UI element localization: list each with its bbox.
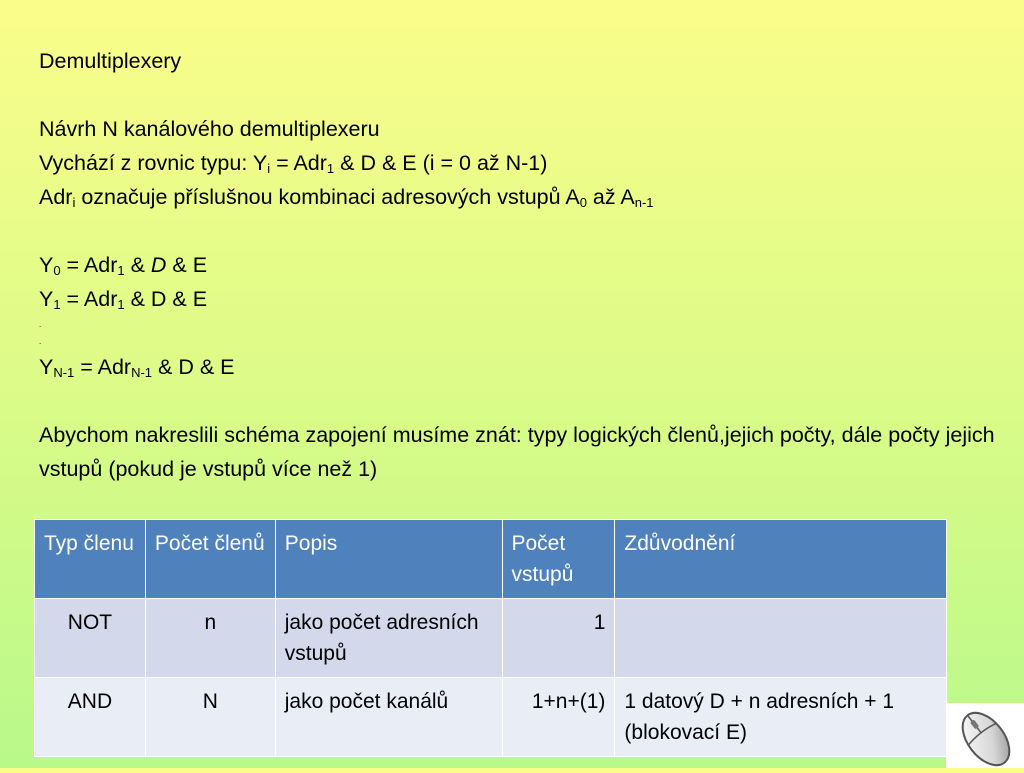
paragraph: Abychom nakreslili schéma zapojení musím…: [39, 423, 995, 481]
spacer: [39, 214, 999, 248]
ellipsis-dot: .: [39, 320, 42, 329]
subheading: Návrh N kanálového demultiplexeru: [39, 117, 380, 141]
spacer: [39, 78, 999, 112]
header-cell: Počet vstupů: [501, 519, 616, 599]
table-cell: n: [144, 598, 276, 678]
table-cell: N: [144, 677, 276, 757]
heading: Demultiplexery: [39, 49, 182, 73]
table-header-row: Typ členu Počet členů Popis Počet vstupů…: [34, 519, 947, 599]
header-cell: Typ členu: [34, 519, 146, 599]
table-cell: jako počet kanálů: [274, 677, 503, 757]
table-cell: NOT: [34, 598, 146, 678]
ellipsis-dot: .: [39, 337, 42, 346]
equation-yn: YN-1 = AdrN-1 & D & E: [39, 355, 235, 380]
table-cell: [614, 598, 947, 678]
mouse-button[interactable]: [946, 703, 1024, 768]
table-cell: 1+n+(1): [501, 677, 616, 757]
table-cell: 1: [501, 598, 616, 678]
equation-general: Vychází z rovnic typu: Yi = Adr1 & D & E…: [39, 151, 548, 176]
header-cell: Zdůvodnění: [614, 519, 947, 599]
table-row: AND N jako počet kanálů 1+n+(1) 1 datový…: [34, 677, 947, 757]
equation-y0: Y0 = Adr1 & D & E: [39, 253, 208, 278]
table-row: NOT n jako počet adresních vstupů 1: [34, 598, 947, 678]
table-cell: jako počet adresních vstupů: [274, 598, 503, 678]
logic-members-table: Typ členu Počet členů Popis Počet vstupů…: [34, 519, 947, 757]
table-cell: 1 datový D + n adresních + 1 (blokovací …: [614, 677, 947, 757]
header-cell: Popis: [274, 519, 503, 599]
computer-mouse-icon: [961, 711, 1011, 767]
spacer: [39, 384, 999, 418]
address-description: Adri označuje příslušnou kombinaci adres…: [39, 185, 654, 210]
table-cell: AND: [34, 677, 146, 757]
slide-text: Demultiplexery Návrh N kanálového demult…: [39, 44, 999, 486]
header-cell: Počet členů: [144, 519, 276, 599]
equation-y1: Y1 = Adr1 & D & E: [39, 287, 208, 312]
